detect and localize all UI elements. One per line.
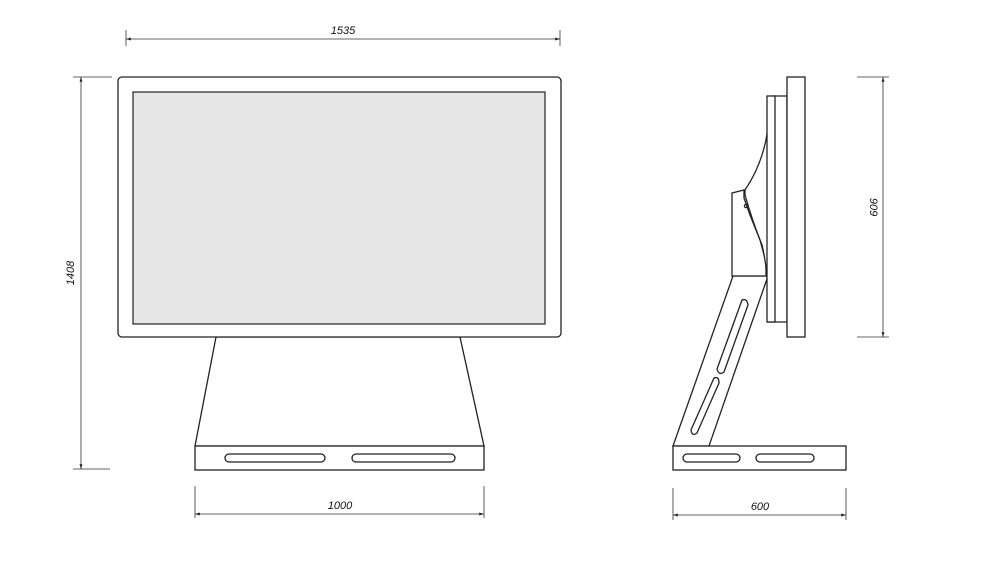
front-monitor-screen xyxy=(132,91,546,325)
dim-side-depth: 600 xyxy=(672,488,847,520)
front-base-slot-right xyxy=(351,453,456,463)
dim-front-height-label: 1408 xyxy=(65,260,77,285)
front-stand-base xyxy=(194,445,485,471)
dim-front-width-label: 1535 xyxy=(331,25,356,37)
front-view xyxy=(117,76,562,471)
side-monitor-rear-plate xyxy=(766,95,776,323)
front-stand-neck xyxy=(194,336,485,447)
dim-base-width-label: 1000 xyxy=(328,500,353,512)
side-arm-slot-lower xyxy=(690,376,720,436)
side-view xyxy=(672,76,847,471)
dim-side-depth-label: 600 xyxy=(751,501,770,513)
side-base-slot-left xyxy=(682,453,741,463)
side-arm-slot-upper xyxy=(716,298,749,375)
dim-front-width: 1535 xyxy=(125,25,561,46)
dim-front-height: 1408 xyxy=(65,76,112,470)
front-base-slot-left xyxy=(224,453,326,463)
dim-side-height: 909 xyxy=(857,76,889,338)
side-base-slot-right xyxy=(755,453,815,463)
dim-base-width: 1000 xyxy=(194,486,485,518)
dim-side-height-label: 909 xyxy=(867,198,879,216)
side-monitor-panel xyxy=(786,76,806,338)
side-stand-base xyxy=(672,445,847,471)
